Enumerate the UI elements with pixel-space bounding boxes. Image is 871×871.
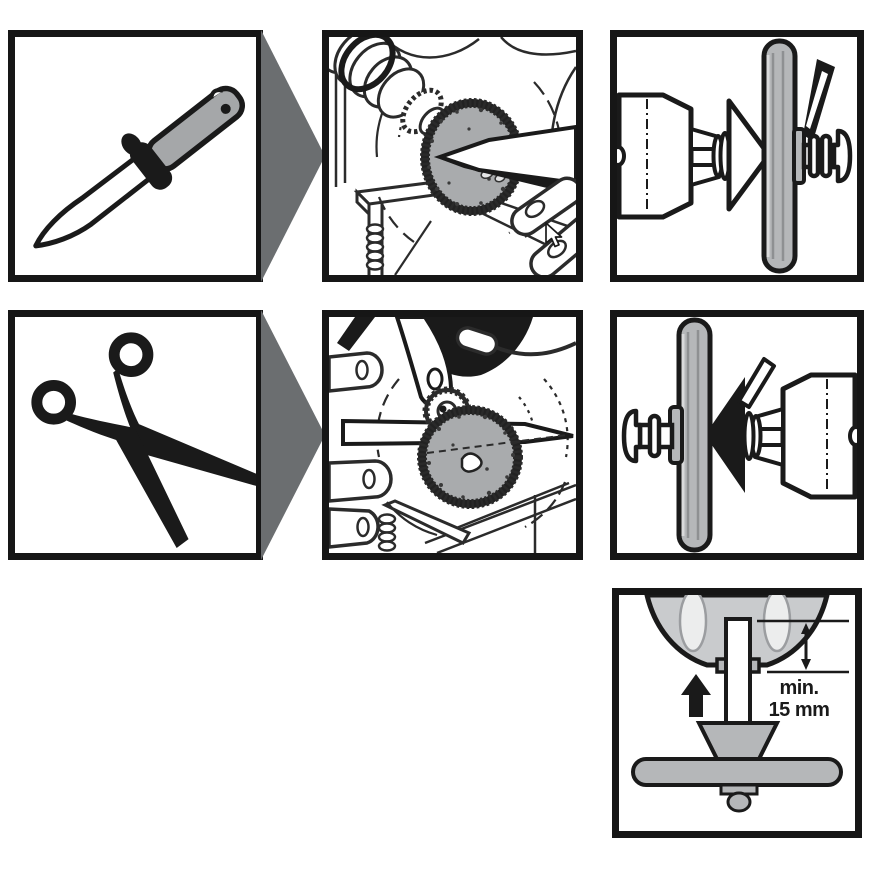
dome-vent — [678, 595, 708, 653]
shaft-ring — [807, 133, 821, 179]
scissors-illustration — [31, 332, 256, 549]
min-label-line2: 15 mm — [768, 699, 830, 721]
mouse-cursor-icon — [545, 222, 563, 248]
housing-bump — [848, 425, 857, 447]
panel-knife — [8, 30, 263, 282]
grinding-wheel-edge — [631, 757, 843, 787]
scissors-ring-left — [31, 379, 77, 425]
panel-scissors-sharpening — [322, 310, 583, 560]
wheel-assembly-mirrored-illustration — [621, 317, 857, 553]
flange-cone — [695, 721, 781, 761]
scissors-blade-a — [113, 368, 256, 486]
clamping-knob — [831, 128, 853, 184]
knife-illustration — [33, 85, 245, 249]
dimension-lines — [757, 619, 849, 674]
thumb-nail — [426, 367, 444, 391]
knife-rivet — [220, 103, 231, 114]
wrench — [737, 357, 776, 409]
spindle — [689, 127, 732, 187]
flange-cone — [726, 98, 772, 212]
arrow-right-icon — [261, 310, 325, 560]
flange-cone — [705, 377, 745, 493]
knife-blade — [33, 151, 159, 249]
fingers — [329, 351, 393, 549]
spindle — [742, 407, 785, 467]
wrench-slot — [806, 71, 828, 129]
grinding-wheel — [761, 38, 798, 274]
arrow-right-icon — [261, 30, 325, 282]
clamping-knob — [621, 408, 643, 464]
panel-knife-sharpening — [322, 30, 583, 282]
fingers — [510, 176, 576, 275]
tool-strap — [337, 317, 375, 351]
motor-housing — [780, 372, 857, 500]
clamp — [377, 499, 472, 552]
panel-wheel-assembly-motor-right — [610, 310, 864, 560]
tool-dark-band — [338, 37, 396, 93]
dome-vent — [762, 595, 792, 653]
mandrel-shaft — [724, 617, 752, 727]
knife-blade — [433, 124, 576, 186]
knife-sharpening-illustration — [329, 37, 576, 275]
knife-handle-notch — [209, 88, 224, 99]
min-clearance-label: min. 15 mm — [751, 677, 847, 721]
disc-nut — [460, 452, 483, 473]
grinding-disc — [417, 405, 568, 509]
power-cord — [494, 341, 576, 357]
shaft-ring — [819, 133, 833, 179]
scissors-sharpening-illustration — [329, 317, 576, 553]
min-clearance-illustration — [631, 595, 849, 813]
up-arrow-icon — [681, 674, 711, 717]
scissors-blade-b — [63, 413, 189, 549]
workbench — [424, 481, 576, 553]
shaft-ring — [647, 413, 662, 459]
min-label-line1: min. — [779, 677, 819, 699]
knife-guard-lobe — [121, 133, 142, 156]
panel-min-clearance: min. 15 mm — [612, 588, 862, 838]
scissors-ring-upper — [108, 332, 154, 377]
motor-housing — [617, 92, 694, 220]
housing-bump — [617, 145, 626, 167]
wheel-assembly-illustration — [617, 38, 853, 274]
nut — [726, 791, 752, 813]
panel-wheel-assembly-motor-left — [610, 30, 864, 282]
panel-scissors — [8, 310, 263, 560]
